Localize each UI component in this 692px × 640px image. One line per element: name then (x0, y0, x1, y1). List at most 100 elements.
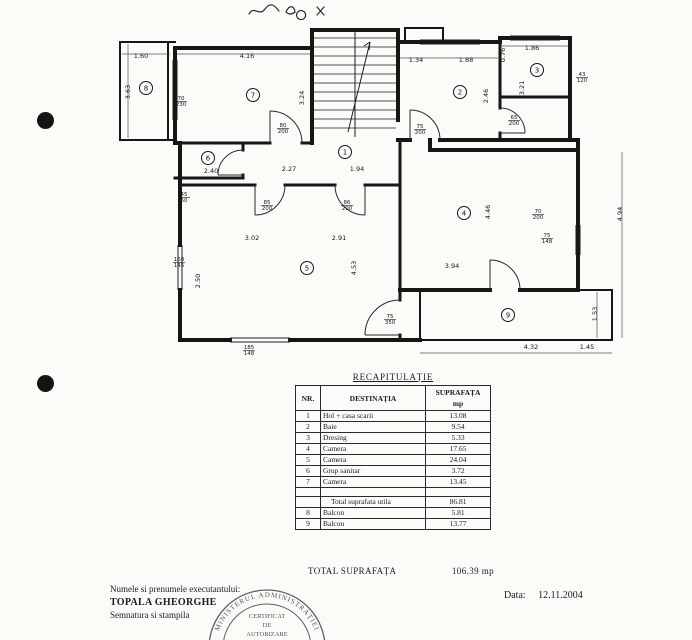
dim-label: 2.40 (204, 167, 218, 175)
cell-mp (425, 487, 491, 497)
cell-dest: Grup sanitar (320, 465, 426, 477)
room-number: 7 (251, 91, 255, 99)
dim-label: 2.91 (332, 234, 346, 242)
total-line: TOTAL SUPRAFAȚA 106.39 mp (308, 566, 494, 576)
signature-caption: Semnatura si stampila (110, 610, 190, 620)
cell-dest: Baie (320, 421, 426, 433)
hole-punch-bottom (37, 375, 54, 392)
cell-dest: Balcon (320, 518, 426, 530)
total-label: TOTAL SUPRAFAȚA (308, 566, 397, 576)
stamp-outer-ring (208, 589, 326, 640)
dim-label: 0.76 (499, 48, 507, 62)
recap-table-header: NR. DESTINAȚIA SUPRAFAȚA mp (295, 385, 491, 411)
cell-nr: 9 (295, 518, 321, 530)
dim-label: 4.53 (350, 261, 358, 275)
dim-label: 1.94 (350, 165, 364, 173)
room-number: 2 (458, 88, 462, 96)
cell-nr (295, 487, 321, 497)
room-number: 9 (506, 311, 510, 319)
total-value: 106.39 mp (451, 566, 494, 576)
header-destinatia: DESTINAȚIA (320, 385, 426, 411)
executant-block: Numele si prenumele executantului: TOPAL… (110, 583, 240, 622)
windows (172, 35, 581, 343)
room-number: 1 (343, 148, 347, 156)
dim-label: 1.53 (591, 307, 599, 321)
stamp-line3: AUTORIZARE (246, 631, 287, 638)
dim-label: 3.21 (518, 81, 526, 95)
walls (119, 27, 613, 342)
room-circle (338, 145, 352, 159)
room-circle (453, 85, 467, 99)
header-suprafata-word: SUPRAFAȚA (435, 388, 481, 397)
staircase (314, 30, 396, 137)
dimension-lines (122, 44, 623, 354)
stamp-line1: CERTIFICAT (249, 613, 285, 620)
room-number: 3 (535, 66, 539, 74)
cell-nr: 3 (295, 432, 321, 444)
cell-dest: Dresing (320, 432, 426, 444)
stamp-line2: DE (263, 622, 272, 629)
hole-punch-top (37, 112, 54, 129)
cell-mp: 9.54 (425, 421, 491, 433)
cell-mp: 24.04 (425, 454, 491, 466)
recap-caption: RECAPITULAȚIE (352, 372, 434, 382)
header-nr: NR. (295, 385, 321, 411)
header-unit: mp (452, 399, 464, 408)
dim-label: 3.94 (445, 262, 459, 270)
room-circle (501, 308, 515, 322)
dim-label: 1.86 (525, 44, 539, 52)
date-value: 12.11.2004 (538, 590, 583, 601)
dim-label: 4.94 (616, 207, 624, 221)
date-block: Data: 12.11.2004 (504, 590, 583, 601)
recap-section: RECAPITULAȚIE NR. DESTINAȚIA SUPRAFAȚA m… (295, 372, 491, 530)
cell-dest: Hol + casa scarii (320, 410, 426, 422)
cell-mp: 13.77 (425, 518, 491, 530)
cell-nr (295, 496, 321, 508)
dim-label: 1.60 (134, 52, 148, 60)
door-arcs (217, 107, 526, 336)
cell-mp: 13.45 (425, 476, 491, 488)
cell-nr: 8 (295, 507, 321, 519)
table-row-spacer (295, 487, 491, 497)
authorization-stamp: MINISTERUL ADMINISTRAȚIEI CERTIFICAT DE … (208, 589, 326, 640)
cell-dest: Camera (320, 443, 426, 455)
cell-nr: 2 (295, 421, 321, 433)
room-circle (139, 81, 153, 95)
dim-label: 4.46 (484, 205, 492, 219)
cell-nr: 7 (295, 476, 321, 488)
cell-mp: 3.72 (425, 465, 491, 477)
cell-dest: Total suprafata utila (320, 496, 426, 508)
header-suprafata: SUPRAFAȚA mp (425, 385, 491, 411)
cell-mp: 17.65 (425, 443, 491, 455)
cell-nr: 5 (295, 454, 321, 466)
cell-nr: 6 (295, 465, 321, 477)
cell-nr: 1 (295, 410, 321, 422)
cell-mp: 86.81 (425, 496, 491, 508)
dim-label: 3.02 (245, 234, 259, 242)
cell-mp: 5.33 (425, 432, 491, 444)
date-label: Data: (504, 590, 526, 601)
